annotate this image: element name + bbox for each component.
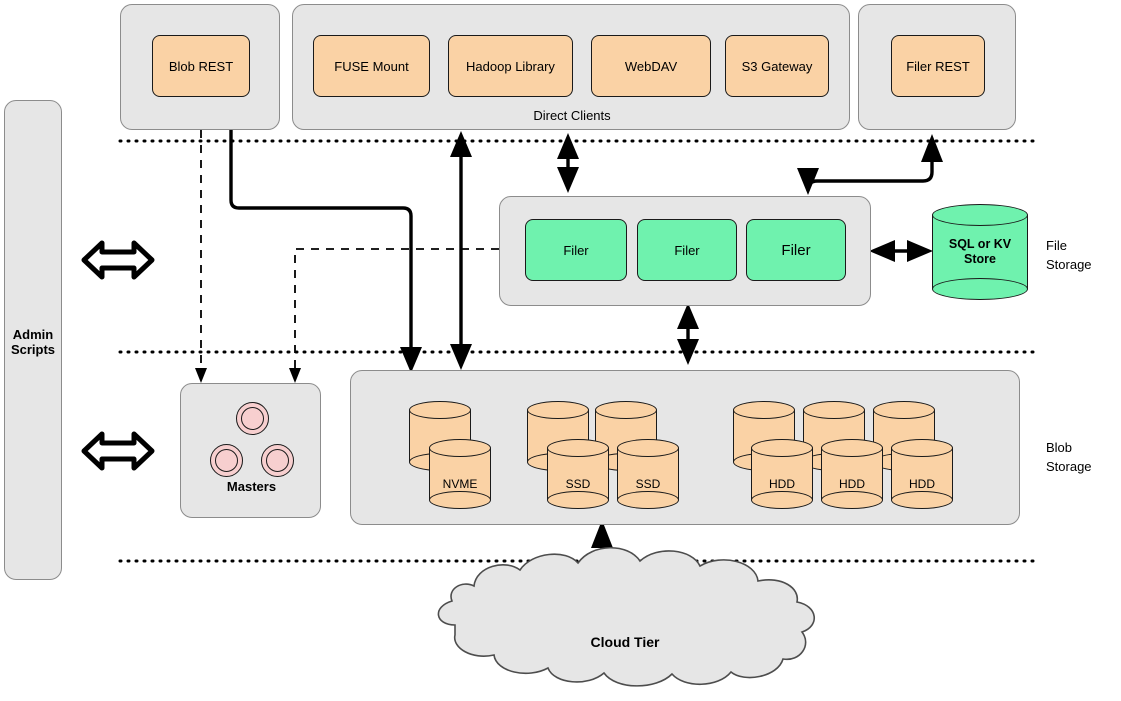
filer-node-3[interactable]: Filer [746, 219, 846, 281]
nvme-label: NVME [442, 477, 478, 491]
ssd-label-1: SSD [565, 477, 591, 491]
cylinder-top [617, 439, 679, 457]
dashed-filer-masters [294, 248, 499, 372]
master-node-3[interactable] [261, 444, 294, 477]
admin-scripts-label-line1: Admin [12, 327, 54, 342]
hadoop-library-node[interactable]: Hadoop Library [448, 35, 573, 97]
sql-kv-store-label-line2: Store [964, 252, 996, 266]
filer-rest-group: Filer REST [858, 4, 1016, 130]
arrowhead-blobrest-masters [195, 368, 207, 383]
arrowhead-filer-masters [289, 368, 301, 383]
blob-storage-tier-label: Blob Storage [1046, 438, 1116, 476]
double-arrow-icon-blob [81, 431, 155, 471]
cylinder-bottom [751, 491, 813, 509]
filer-group: Filer Filer Filer [499, 196, 871, 306]
volume-servers-group: NVME SSD SSD [350, 370, 1020, 525]
arrowhead-filerrest-down [797, 168, 819, 195]
arrowhead-clients-volumes-up [450, 131, 472, 157]
cloud-tier-label: Cloud Tier [590, 634, 660, 650]
ssd-disk-front-1[interactable]: SSD [547, 439, 609, 509]
file-storage-tier-label: File Storage [1046, 236, 1116, 274]
arrowhead-store-left [869, 240, 895, 262]
arrowhead-filerrest-up [921, 134, 943, 162]
cylinder-top [891, 439, 953, 457]
cylinder-top [595, 401, 657, 419]
admin-scripts-panel[interactable]: Admin Scripts [4, 100, 62, 580]
link-blobrest-volumes [229, 130, 413, 358]
master-node-2[interactable] [210, 444, 243, 477]
hdd-disk-front-1[interactable]: HDD [751, 439, 813, 509]
sql-kv-store-label-line1: SQL or KV [948, 237, 1012, 251]
nvme-disk-front-1[interactable]: NVME [429, 439, 491, 509]
cylinder-top [932, 204, 1028, 226]
hdd-disk-front-2[interactable]: HDD [821, 439, 883, 509]
cloud-shape [437, 546, 815, 687]
sql-kv-store-label: SQL or KV Store [932, 237, 1028, 267]
cylinder-top [429, 439, 491, 457]
arrowhead-clients-filers-down [557, 167, 579, 193]
direct-clients-label: Direct Clients [533, 108, 611, 123]
arrowhead-filers-volumes-down [677, 339, 699, 365]
masters-group: Masters [180, 383, 321, 518]
filer-node-2[interactable]: Filer [637, 219, 737, 281]
cylinder-bottom [547, 491, 609, 509]
arrowhead-cloud-down [591, 562, 613, 590]
file-storage-label-line1: File [1046, 238, 1067, 253]
hdd-disk-back-1 [733, 401, 795, 471]
blob-storage-label-line1: Blob [1046, 440, 1073, 455]
cylinder-top [821, 439, 883, 457]
link-filerrest-filers [806, 155, 934, 192]
arrowhead-clients-volumes-down [450, 344, 472, 370]
filer-node-1[interactable]: Filer [525, 219, 627, 281]
webdav-node[interactable]: WebDAV [591, 35, 711, 97]
blob-storage-label-line2: Storage [1046, 459, 1092, 474]
cylinder-top [751, 439, 813, 457]
blob-rest-node[interactable]: Blob REST [152, 35, 250, 97]
direct-clients-group: FUSE Mount Hadoop Library WebDAV S3 Gate… [292, 4, 850, 130]
double-arrow-icon-file [81, 240, 155, 280]
sql-kv-store-cylinder[interactable]: SQL or KV Store [932, 204, 1028, 300]
hdd-disk-front-3[interactable]: HDD [891, 439, 953, 509]
arrowhead-clients-filers-up [557, 133, 579, 159]
fuse-mount-node[interactable]: FUSE Mount [313, 35, 430, 97]
cylinder-top [547, 439, 609, 457]
cylinder-body [932, 215, 1028, 289]
cylinder-top [873, 401, 935, 419]
cylinder-bottom [617, 491, 679, 509]
s3-gateway-node[interactable]: S3 Gateway [725, 35, 829, 97]
master-node-1[interactable] [236, 402, 269, 435]
cylinder-top [527, 401, 589, 419]
ssd-label-2: SSD [635, 477, 661, 491]
cylinder-top [409, 401, 471, 419]
cylinder-bottom [932, 278, 1028, 300]
file-storage-label-line2: Storage [1046, 257, 1092, 272]
cylinder-bottom [821, 491, 883, 509]
admin-scripts-label-line2: Scripts [10, 342, 56, 357]
cylinder-top [803, 401, 865, 419]
hdd-label-2: HDD [839, 477, 865, 491]
blob-rest-group: Blob REST [120, 4, 280, 130]
arrowhead-filers-volumes-up [677, 303, 699, 329]
ssd-disk-front-2[interactable]: SSD [617, 439, 679, 509]
arrowhead-store-right [907, 240, 933, 262]
masters-label: Masters [226, 479, 277, 494]
cylinder-bottom [891, 491, 953, 509]
cylinder-bottom [429, 491, 491, 509]
hdd-label-3: HDD [909, 477, 935, 491]
filer-rest-node[interactable]: Filer REST [891, 35, 985, 97]
cylinder-top [733, 401, 795, 419]
hdd-label-1: HDD [769, 477, 795, 491]
